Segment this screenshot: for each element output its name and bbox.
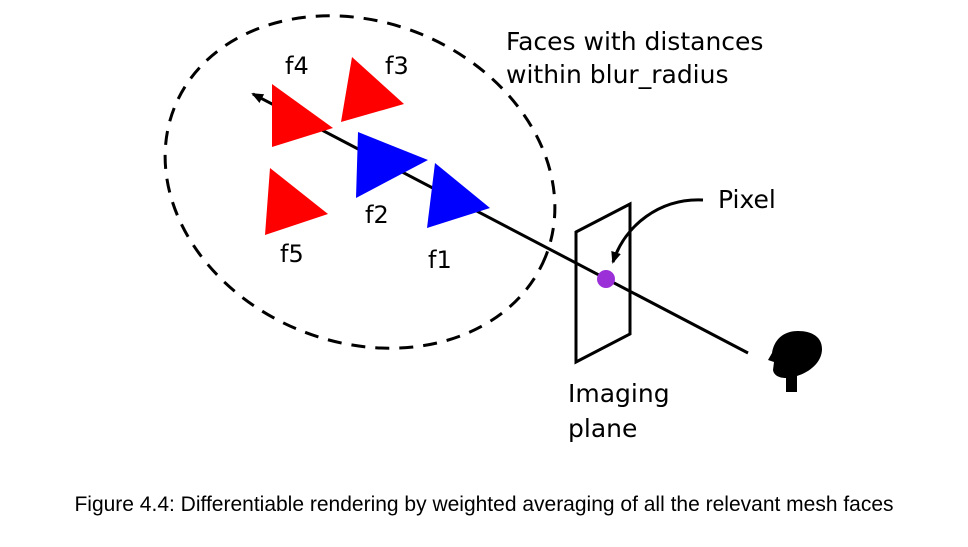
- pixel-label: Pixel: [718, 185, 776, 214]
- plane-label-line1: Imaging: [568, 379, 670, 408]
- label-f5: f5: [280, 240, 304, 268]
- plane-label-line2: plane: [568, 414, 637, 443]
- figure-caption: Figure 4.4: Differentiable rendering by …: [74, 493, 894, 516]
- label-f4: f4: [285, 52, 309, 80]
- face-f2: [356, 132, 428, 198]
- face-f4: [272, 84, 333, 147]
- pixel-pointer-arrow: [611, 198, 704, 264]
- face-f5: [265, 168, 328, 235]
- label-f3: f3: [385, 52, 409, 80]
- face-f1: [427, 163, 490, 228]
- view-ray: [251, 92, 749, 355]
- pixel-dot: [597, 270, 615, 288]
- annotation-line1: Faces with distances: [506, 27, 763, 56]
- imaging-plane: [574, 201, 632, 365]
- label-f2: f2: [365, 201, 389, 229]
- annotation-line2: within blur_radius: [506, 60, 729, 89]
- head-silhouette-icon: [768, 331, 822, 392]
- face-f3: [341, 57, 404, 122]
- label-f1: f1: [428, 246, 452, 274]
- blur-radius-region: [163, 14, 557, 350]
